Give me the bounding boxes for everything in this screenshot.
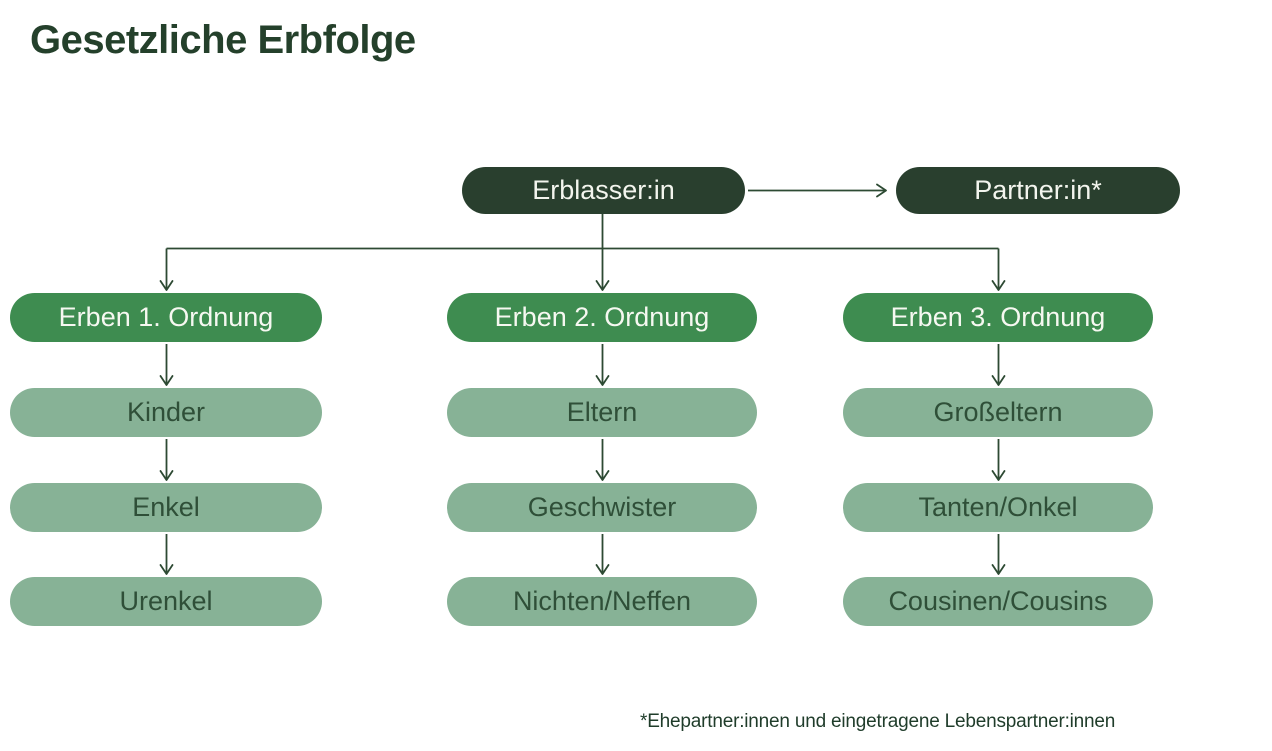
node-erblasser: Erblasser:in (462, 167, 745, 214)
node-erben-2-ordnung: Erben 2. Ordnung (447, 293, 757, 342)
node-eltern: Eltern (447, 388, 757, 437)
footnote: *Ehepartner:innen und eingetragene Leben… (640, 711, 1116, 732)
node-nichten-neffen: Nichten/Neffen (447, 577, 757, 626)
node-urenkel: Urenkel (10, 577, 322, 626)
node-erben-1-ordnung: Erben 1. Ordnung (10, 293, 322, 342)
node-erben-3-ordnung: Erben 3. Ordnung (843, 293, 1153, 342)
node-tanten-onkel: Tanten/Onkel (843, 483, 1153, 532)
node-geschwister: Geschwister (447, 483, 757, 532)
node-kinder: Kinder (10, 388, 322, 437)
node-enkel: Enkel (10, 483, 322, 532)
node-grosseltern: Großeltern (843, 388, 1153, 437)
page-title: Gesetzliche Erbfolge (30, 18, 416, 62)
node-partner: Partner:in* (896, 167, 1180, 214)
node-cousinen-cousins: Cousinen/Cousins (843, 577, 1153, 626)
